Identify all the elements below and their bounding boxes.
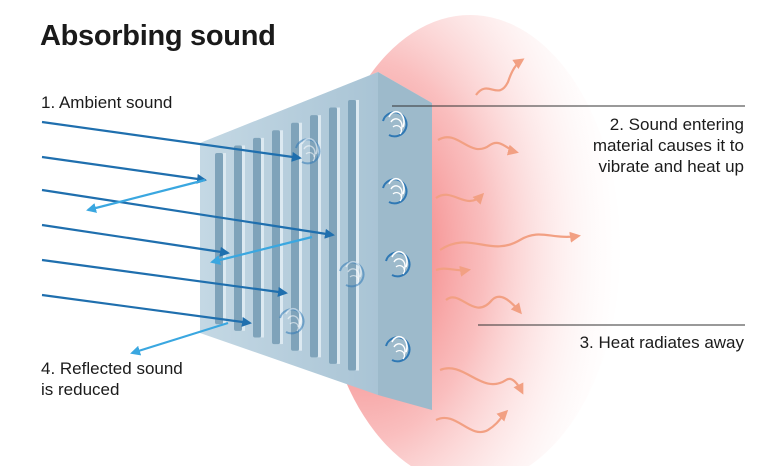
swirl-arc [391, 250, 408, 268]
panel-slot-highlight [356, 99, 359, 371]
swirl-icon [385, 250, 411, 278]
swirl-arc [289, 321, 300, 332]
swirl-arc [385, 336, 411, 363]
swirl-arc [279, 308, 305, 335]
swirl-arc [390, 118, 403, 131]
swirl-arc [295, 138, 321, 165]
swirl-arc [349, 274, 360, 285]
swirl-icon [382, 177, 408, 205]
reflected-arrow [86, 178, 206, 213]
label-ambient-sound: 1. Ambient sound [41, 93, 173, 112]
absorbing-panel [200, 72, 432, 410]
heat-wave-arrows [435, 58, 581, 434]
swirl-arc [285, 307, 302, 325]
incoming-arrow [41, 258, 288, 297]
panel-slot-highlight [337, 107, 340, 364]
swirl-arc [303, 145, 316, 158]
swirl-arc [395, 349, 406, 360]
reflected-arrow [130, 321, 229, 356]
swirl-icon [279, 307, 305, 335]
panel-slot [329, 107, 337, 364]
label-reflected-sound: 4. Reflected sound is reduced [41, 359, 183, 399]
panel-slot-highlight [261, 137, 264, 338]
swirl-arc [385, 251, 411, 278]
swirl-arc [382, 111, 408, 138]
swirl-arc [390, 185, 403, 198]
panel-slot-highlight [318, 115, 321, 358]
panel-slot [310, 115, 318, 358]
heat-wave-arrow [437, 136, 519, 156]
panel-slot [348, 99, 356, 371]
heat-wave-arrow [439, 231, 581, 251]
swirl-arc [392, 124, 403, 135]
ambient-sound-arrows [41, 120, 335, 327]
panel-slot-highlight [242, 145, 245, 331]
incoming-arrow [41, 155, 207, 184]
reflected-arrow [210, 235, 313, 265]
label-heat-radiates: 3. Heat radiates away [579, 333, 744, 352]
heat-wave-arrow [475, 58, 525, 96]
swirl-arc [393, 343, 406, 356]
heat-wave-arrow [435, 192, 485, 205]
incoming-arrow [41, 293, 252, 327]
swirl-icon [295, 137, 321, 165]
incoming-arrow [41, 120, 302, 162]
panel-side [378, 72, 432, 410]
panel-slot [234, 145, 242, 331]
reflected-sound-arrows [86, 178, 313, 356]
swirl-arc [382, 178, 408, 205]
label-sound-entering: 2. Sound entering material causes it to … [592, 115, 744, 176]
swirl-arc [287, 315, 300, 328]
swirl-arc [305, 151, 316, 162]
heat-wave-arrow [445, 295, 522, 315]
panel-slot [291, 122, 299, 351]
panel-slot-highlight [280, 130, 283, 345]
swirl-arc [388, 177, 405, 195]
incoming-arrow [41, 223, 230, 257]
heat-wave-arrow [439, 367, 524, 395]
vibration-icons [279, 110, 411, 363]
heat-wave-arrow [435, 265, 471, 277]
swirl-arc [345, 260, 362, 278]
swirl-arc [391, 335, 408, 353]
page-title: Absorbing sound [40, 20, 276, 52]
swirl-arc [347, 268, 360, 281]
panel-slot [253, 137, 261, 338]
swirl-arc [393, 258, 406, 271]
swirl-icon [339, 260, 365, 288]
heat-wave-arrow [435, 409, 509, 434]
incoming-arrow [41, 188, 335, 239]
panel-slot-highlight [223, 153, 226, 325]
swirl-arc [339, 261, 365, 288]
panel-slot [272, 130, 280, 345]
panel-slot [215, 153, 223, 325]
panel-slot-highlight [299, 122, 302, 351]
swirl-arc [392, 191, 403, 202]
swirl-arc [301, 137, 318, 155]
swirl-icon [385, 335, 411, 363]
swirl-arc [388, 110, 405, 128]
swirl-icon [382, 110, 408, 138]
swirl-arc [395, 264, 406, 275]
